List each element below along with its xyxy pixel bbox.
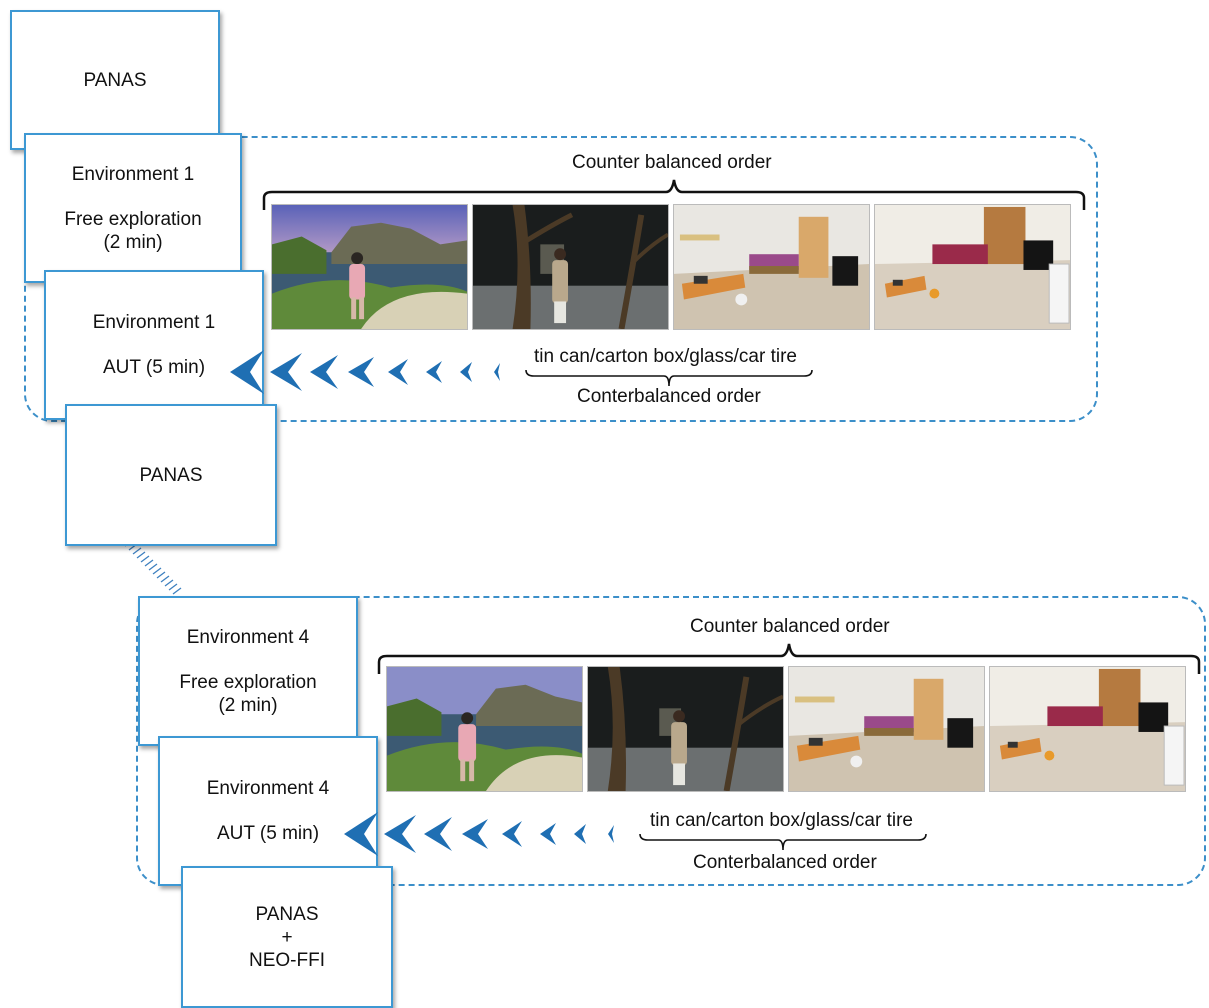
environment-1-aut-box: Environment 1 AUT (5 min): [44, 270, 264, 420]
env4-free-title: Environment 4: [186, 626, 310, 648]
block2-order-top: Counter balanced order: [690, 616, 890, 637]
large-bedroom-scene-thumb-2: [989, 666, 1186, 792]
block1-order-top: Counter balanced order: [572, 152, 772, 173]
env4-free-desc: Free exploration: [179, 671, 317, 693]
block-2-outline: [136, 596, 1206, 886]
block2-order-bottom: Conterbalanced order: [693, 852, 877, 873]
env1-aut-title: Environment 1: [92, 312, 216, 333]
island-scene-thumb-2: [386, 666, 583, 792]
env1-free-desc: Free exploration: [64, 208, 202, 230]
env4-aut-desc: AUT (5 min): [216, 823, 320, 844]
small-bedroom-scene-thumb-2: [788, 666, 985, 792]
block2-bottom-brace: [639, 833, 927, 851]
env4-aut-title: Environment 4: [206, 778, 330, 799]
final-line-3: NEO-FFI: [249, 949, 325, 971]
island-scene-thumb: [271, 204, 468, 330]
panas-mid-label: PANAS: [139, 464, 203, 486]
panas-box-top: PANAS: [10, 10, 220, 150]
environment-1-free-box: Environment 1 Free exploration (2 min): [24, 133, 242, 283]
block2-top-brace: [377, 643, 1201, 674]
final-line-2: +: [281, 926, 293, 948]
env1-aut-desc: AUT (5 min): [102, 357, 206, 378]
block1-thumbnails: [271, 204, 1071, 330]
large-bedroom-scene-thumb: [874, 204, 1071, 330]
dark-forest-scene-thumb: [472, 204, 669, 330]
block2-arrows: [344, 812, 614, 856]
environment-4-free-box: Environment 4 Free exploration (2 min): [138, 596, 358, 746]
final-panas-neoffi-box: PANAS + NEO-FFI: [181, 866, 393, 1008]
env4-free-duration: (2 min): [218, 694, 278, 716]
panas-box-middle: PANAS: [65, 404, 277, 546]
small-bedroom-scene-thumb: [673, 204, 870, 330]
dark-forest-scene-thumb-2: [587, 666, 784, 792]
panas-top-label: PANAS: [83, 69, 147, 91]
final-line-1: PANAS: [255, 903, 319, 925]
block1-top-brace: [262, 179, 1086, 210]
env1-free-duration: (2 min): [103, 231, 163, 253]
block2-objects: tin can/carton box/glass/car tire: [650, 810, 913, 831]
block2-thumbnails: [386, 666, 1186, 792]
block1-bottom-brace: [525, 369, 813, 387]
block1-objects: tin can/carton box/glass/car tire: [534, 346, 797, 367]
env1-free-title: Environment 1: [71, 163, 195, 185]
block1-arrows: [230, 350, 500, 394]
environment-4-aut-box: Environment 4 AUT (5 min): [158, 736, 378, 886]
block1-order-bottom: Conterbalanced order: [577, 386, 761, 407]
